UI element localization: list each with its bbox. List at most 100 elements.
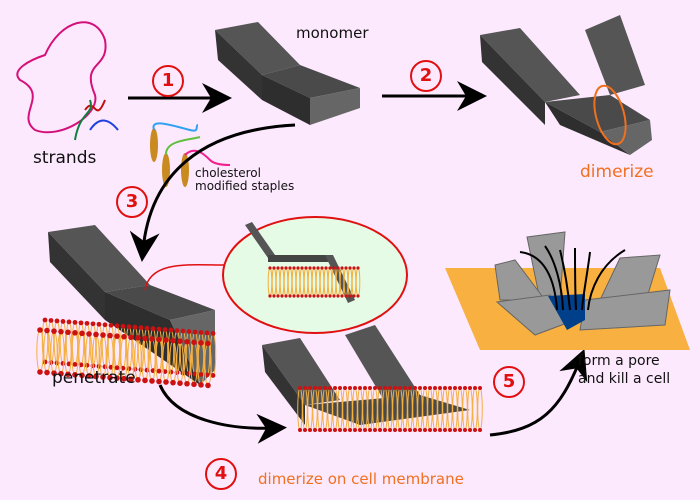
lipid-head bbox=[388, 428, 392, 432]
lipid-head bbox=[100, 374, 106, 380]
lipid-head bbox=[298, 386, 302, 390]
lipid-head bbox=[352, 294, 356, 298]
lipid-head bbox=[318, 428, 322, 432]
lipid-head bbox=[333, 386, 337, 390]
lipid-head bbox=[453, 386, 457, 390]
lipid-head bbox=[332, 266, 336, 270]
lipid-head bbox=[323, 428, 327, 432]
lipid-bilayer-membrane bbox=[297, 386, 483, 432]
lipid-head bbox=[121, 375, 127, 382]
lipid-head bbox=[204, 330, 210, 336]
lipid-head bbox=[308, 386, 312, 390]
lipid-head bbox=[328, 294, 332, 298]
origami-dimer-membrane bbox=[262, 325, 470, 425]
lipid-head bbox=[304, 294, 308, 298]
lipid-head bbox=[344, 294, 348, 298]
lipid-head bbox=[86, 373, 92, 379]
lipid-tail bbox=[467, 387, 473, 431]
lipid-head bbox=[473, 428, 477, 432]
lipid-head bbox=[210, 331, 216, 336]
lipid-head bbox=[138, 325, 144, 331]
lipid-head bbox=[353, 428, 357, 432]
lipid-head bbox=[428, 428, 432, 432]
lipid-head bbox=[268, 294, 272, 298]
lipid-head bbox=[418, 386, 422, 390]
label-pore-line1: form a pore bbox=[578, 353, 660, 369]
lipid-head bbox=[448, 386, 452, 390]
lipid-head bbox=[313, 386, 317, 390]
lipid-head bbox=[356, 294, 360, 298]
lipid-head bbox=[128, 334, 134, 341]
lipid-head bbox=[383, 428, 387, 432]
lipid-head bbox=[378, 386, 382, 390]
lipid-head bbox=[93, 331, 99, 338]
lipid-head bbox=[276, 294, 280, 298]
lipid-head bbox=[373, 386, 377, 390]
lipid-head bbox=[320, 294, 324, 298]
lipid-head bbox=[191, 381, 197, 388]
lipid-head bbox=[433, 428, 437, 432]
lipid-head bbox=[184, 338, 190, 345]
lipid-head bbox=[198, 330, 204, 335]
lipid-head bbox=[107, 332, 113, 339]
label-strands: strands bbox=[33, 148, 97, 168]
lipid-head bbox=[308, 428, 312, 432]
lipid-head bbox=[156, 336, 162, 343]
lipid-head bbox=[184, 380, 190, 387]
lipid-head bbox=[373, 428, 377, 432]
lipid-head bbox=[383, 386, 387, 390]
label-monomer: monomer bbox=[296, 24, 369, 42]
origami-dimer bbox=[480, 15, 652, 155]
lipid-head bbox=[90, 321, 96, 327]
lipid-head bbox=[296, 294, 300, 298]
label-staples: cholesterol modified staples bbox=[195, 167, 294, 193]
lipid-head bbox=[453, 428, 457, 432]
lipid-head bbox=[336, 266, 340, 270]
lipid-head bbox=[198, 382, 204, 388]
lipid-head bbox=[86, 331, 92, 337]
lipid-head bbox=[438, 428, 442, 432]
lipid-head bbox=[468, 386, 472, 390]
lipid-head bbox=[292, 266, 296, 270]
lipid-head bbox=[443, 428, 447, 432]
lipid-head bbox=[448, 428, 452, 432]
lipid-head bbox=[42, 317, 48, 323]
lipid-head bbox=[280, 266, 284, 270]
lipid-head bbox=[403, 386, 407, 390]
lipid-head bbox=[478, 428, 482, 432]
lipid-head bbox=[58, 328, 64, 335]
lipid-head bbox=[72, 330, 78, 336]
lipid-head bbox=[37, 327, 43, 333]
lipid-head bbox=[358, 428, 362, 432]
lipid-head bbox=[51, 328, 57, 334]
lipid-head bbox=[280, 294, 284, 298]
lipid-head bbox=[328, 266, 332, 270]
lipid-head bbox=[102, 322, 108, 328]
lipid-head bbox=[121, 333, 127, 340]
lipid-head bbox=[328, 386, 332, 390]
lipid-head bbox=[96, 321, 102, 327]
lipid-tail bbox=[472, 387, 478, 431]
lipid-head bbox=[300, 294, 304, 298]
pore-structure bbox=[445, 231, 690, 350]
lipid-head bbox=[413, 428, 417, 432]
label-dimerize: dimerize bbox=[580, 162, 654, 182]
lipid-head bbox=[353, 386, 357, 390]
lipid-head bbox=[463, 428, 467, 432]
lipid-head bbox=[100, 332, 106, 338]
lipid-head bbox=[135, 335, 141, 341]
lipid-head bbox=[363, 386, 367, 390]
lipid-head bbox=[308, 294, 312, 298]
lipid-bilayer-inset bbox=[267, 266, 361, 298]
lipid-head bbox=[348, 294, 352, 298]
lipid-head bbox=[338, 386, 342, 390]
lipid-head bbox=[163, 337, 169, 343]
lipid-head bbox=[114, 323, 120, 329]
lipid-head bbox=[79, 372, 85, 379]
lipid-head bbox=[300, 266, 304, 270]
lipid-head bbox=[72, 372, 78, 378]
lipid-head bbox=[149, 378, 155, 384]
label-pore: form a pore and kill a cell bbox=[578, 352, 670, 388]
lipid-head bbox=[408, 428, 412, 432]
lipid-head bbox=[408, 386, 412, 390]
